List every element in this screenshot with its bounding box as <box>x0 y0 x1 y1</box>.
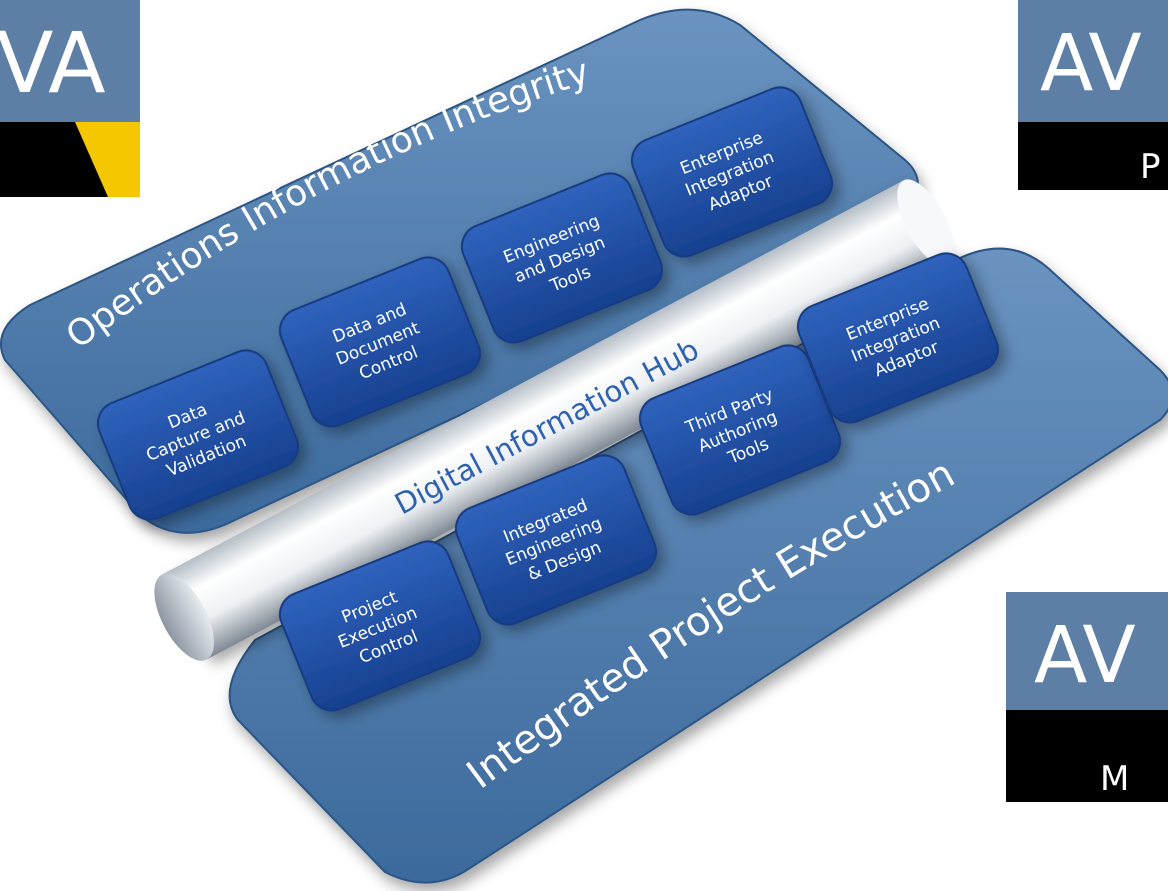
box-integrated-engineering-bg <box>454 454 658 626</box>
logo-top-left-text: VA <box>0 14 106 112</box>
logo-bottom-right-black <box>1006 710 1168 802</box>
platform-project-execution <box>228 247 1168 884</box>
hub-body <box>161 180 949 660</box>
logo-top-right-subtext: P <box>1140 147 1161 187</box>
box-data-capture: Data Capture and Validation <box>96 349 300 521</box>
logo-top-right: AV P <box>1018 0 1168 190</box>
hub-far-cap <box>897 179 955 267</box>
logo-bottom-right: AV M <box>1006 592 1168 802</box>
box-data-document: Data and Document Control <box>278 256 482 428</box>
box-enterprise-adaptor-bottom-bg <box>796 252 1000 424</box>
box-integrated-engineering: Integrated Engineering & Design <box>454 454 658 626</box>
logo-bottom-right-subtext: M <box>1100 759 1129 799</box>
logo-bottom-right-blue <box>1006 592 1168 710</box>
box-project-execution-control-bg <box>278 540 482 712</box>
box-third-party-tools: Third Party Authoring Tools <box>638 344 842 516</box>
logo-top-right-text: AV <box>1040 19 1142 109</box>
box-enterprise-adaptor-top-bg <box>630 86 834 258</box>
logo-bottom-right-text: AV <box>1034 611 1136 701</box>
logo-top-left: VA <box>0 0 140 197</box>
box-engineering-design-tools-bg <box>460 172 664 344</box>
box-enterprise-adaptor-bottom: Enterprise Integration Adaptor <box>796 252 1000 424</box>
box-engineering-design-tools: Engineering and Design Tools <box>460 172 664 344</box>
logo-top-right-blue <box>1018 0 1168 122</box>
box-project-execution-control: Project Execution Control <box>278 540 482 712</box>
logo-top-right-black <box>1018 122 1168 190</box>
box-data-capture-bg <box>96 349 300 521</box>
platform-project-execution-surface <box>228 247 1168 884</box>
hub-end-cap <box>154 573 214 661</box>
box-data-document-bg <box>278 256 482 428</box>
logo-top-left-blue <box>0 0 140 122</box>
box-enterprise-adaptor-top: Enterprise Integration Adaptor <box>630 86 834 258</box>
logo-top-left-yellow <box>75 122 140 197</box>
